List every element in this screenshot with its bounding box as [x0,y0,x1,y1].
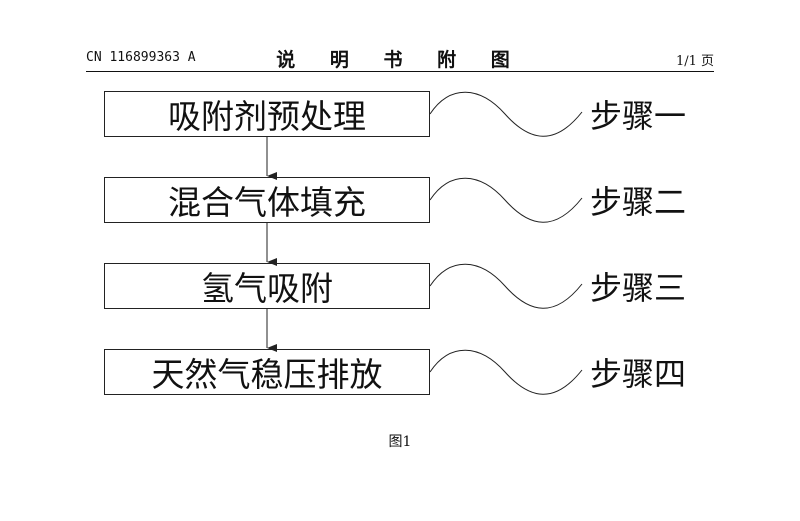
step-label-1: 步骤一 [590,97,687,135]
figure-caption: 图1 [388,434,412,450]
step-box-4-text: 天然气稳压排放 [151,355,383,394]
page-title: 说 明 书 附 图 [276,49,524,71]
leader-line-1 [429,91,583,137]
step-box-2: 混合气体填充 [104,177,430,223]
doc-number: CN 116899363 A [86,50,196,65]
leader-line-3 [429,263,583,309]
leader-line-2 [429,177,583,223]
step-box-1-text: 吸附剂预处理 [168,97,366,136]
step-box-1: 吸附剂预处理 [104,91,430,137]
step-label-4: 步骤四 [590,355,687,393]
leader-line-4 [429,349,583,395]
step-box-2-text: 混合气体填充 [168,183,366,222]
header-rule [86,71,714,72]
step-box-4: 天然气稳压排放 [104,349,430,395]
step-label-2: 步骤二 [590,183,687,221]
step-box-3-text: 氢气吸附 [201,269,333,308]
step-box-3: 氢气吸附 [104,263,430,309]
step-label-3: 步骤三 [590,269,687,307]
page-number: 1/1 页 [675,54,714,69]
